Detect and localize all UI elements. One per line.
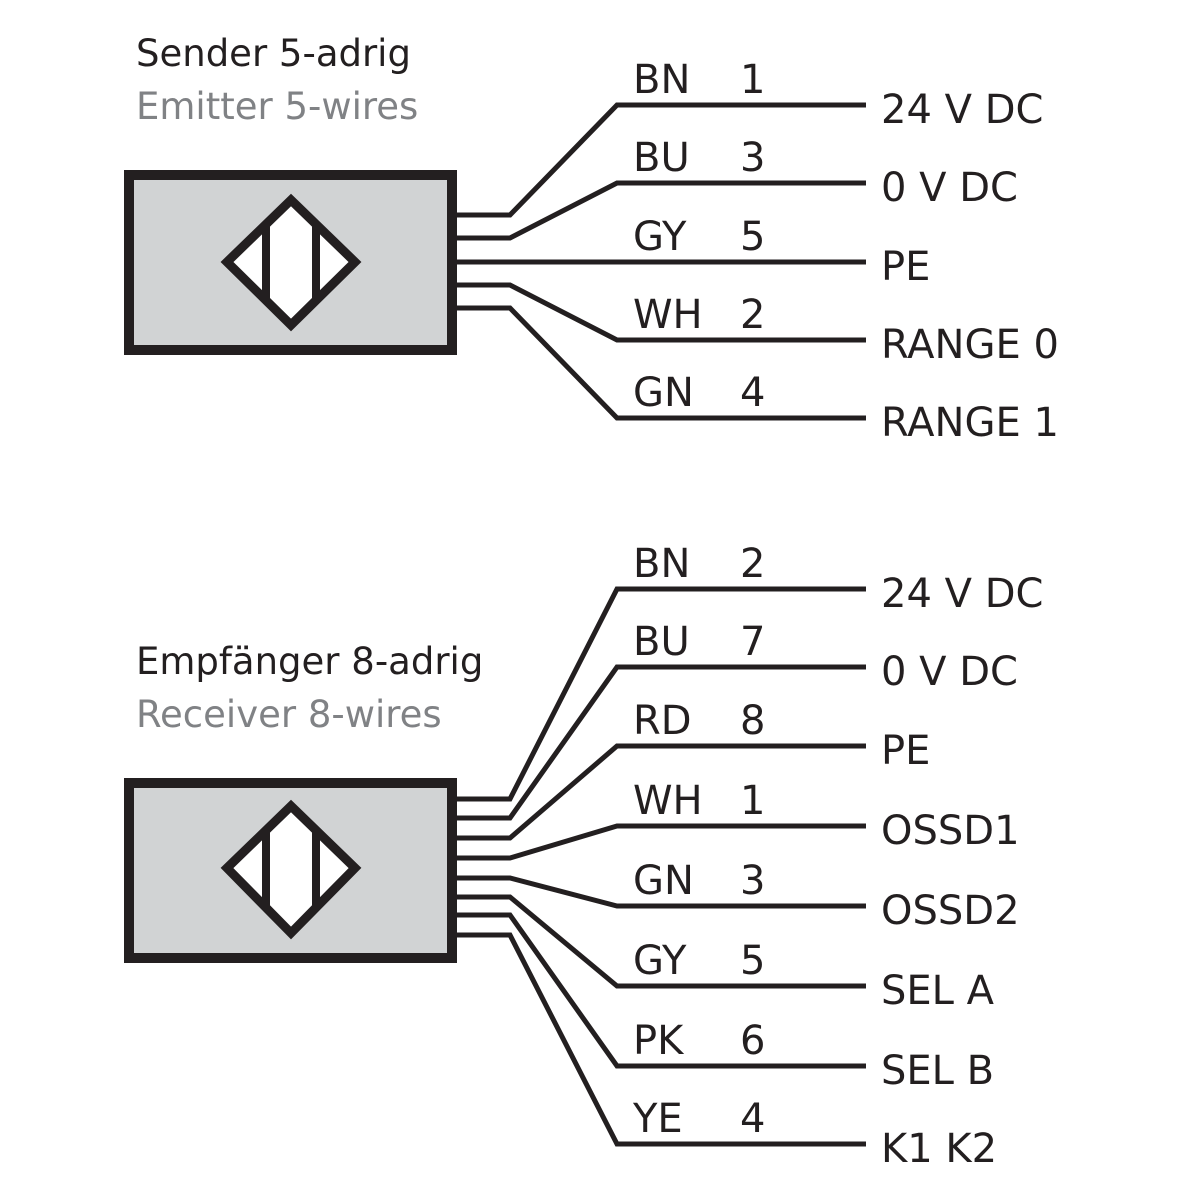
emitter-title: Sender 5-adrig	[136, 32, 411, 75]
wire-line	[457, 180, 866, 241]
wire-line	[457, 932, 866, 1147]
wire-pin-number: 2	[740, 541, 765, 587]
wire-pin-number: 2	[740, 292, 765, 338]
wire-pin-number: 8	[740, 698, 765, 744]
wire-signal-label: PE	[881, 728, 930, 774]
wire-line	[457, 586, 866, 802]
wire-color-code: GY	[633, 214, 687, 260]
wire-1: BN 1 24 V DC	[457, 57, 1043, 218]
emitter-subtitle: Emitter 5-wires	[136, 85, 418, 128]
emitter-sensor-icon	[220, 193, 362, 332]
wire-color-code: BN	[633, 57, 690, 103]
wire-color-code: RD	[633, 698, 692, 744]
wire-signal-label: RANGE 1	[881, 400, 1059, 446]
wire-color-code: GN	[633, 858, 694, 904]
wire-pin-number: 7	[740, 619, 765, 665]
wire-color-code: WH	[633, 778, 703, 824]
wire-color-code: BU	[633, 135, 690, 181]
wire-pin-number: 4	[740, 1096, 765, 1142]
wire-signal-label: OSSD2	[881, 888, 1020, 934]
wire-signal-label: PE	[881, 244, 930, 290]
wire-line	[457, 102, 866, 218]
wire-2: BU 7 0 V DC	[457, 619, 1018, 821]
wire-pin-number: 3	[740, 135, 765, 181]
wire-pin-number: 1	[740, 778, 765, 824]
wire-line	[457, 912, 866, 1069]
receiver-subtitle: Receiver 8-wires	[136, 693, 442, 736]
wire-line	[457, 664, 866, 821]
wire-8: YE 4 K1 K2	[457, 932, 997, 1172]
receiver-section: Empfänger 8-adrig Receiver 8-wires BN 2 24…	[124, 541, 1043, 1172]
wire-color-code: BU	[633, 619, 690, 665]
wire-1: BN 2 24 V DC	[457, 541, 1043, 802]
wire-pin-number: 3	[740, 858, 765, 904]
wire-signal-label: K1 K2	[881, 1126, 997, 1172]
wire-color-code: GN	[633, 370, 694, 416]
emitter-section: Sender 5-adrig Emitter 5-wires BN 1 24 V D…	[124, 32, 1059, 446]
wire-signal-label: SEL B	[881, 1048, 994, 1094]
wire-color-code: YE	[632, 1096, 683, 1142]
wire-line	[457, 894, 866, 989]
wire-signal-label: OSSD1	[881, 808, 1020, 854]
receiver-title: Empfänger 8-adrig	[136, 640, 483, 683]
wire-pin-number: 4	[740, 370, 765, 416]
wire-color-code: GY	[633, 938, 687, 984]
wire-3: GY 5PE	[457, 214, 930, 290]
receiver-sensor-icon	[220, 799, 362, 940]
wire-3: RD 8PE	[457, 698, 930, 841]
wire-pin-number: 5	[740, 214, 765, 260]
wire-signal-label: 24 V DC	[881, 87, 1043, 133]
wire-2: BU 3 0 V DC	[457, 135, 1018, 241]
wire-line	[457, 305, 866, 421]
wire-line	[457, 875, 866, 909]
wire-line	[457, 282, 866, 343]
wire-color-code: WH	[633, 292, 703, 338]
wire-line	[457, 743, 866, 841]
wire-signal-label: 24 V DC	[881, 571, 1043, 617]
wire-signal-label: 0 V DC	[881, 649, 1018, 695]
wire-line	[457, 823, 866, 861]
wire-signal-label: 0 V DC	[881, 165, 1018, 211]
wire-pin-number: 1	[740, 57, 765, 103]
wire-color-code: PK	[633, 1018, 685, 1064]
wire-pin-number: 6	[740, 1018, 765, 1064]
wire-signal-label: RANGE 0	[881, 322, 1059, 368]
wire-pin-number: 5	[740, 938, 765, 984]
wire-color-code: BN	[633, 541, 690, 587]
wire-signal-label: SEL A	[881, 968, 995, 1014]
